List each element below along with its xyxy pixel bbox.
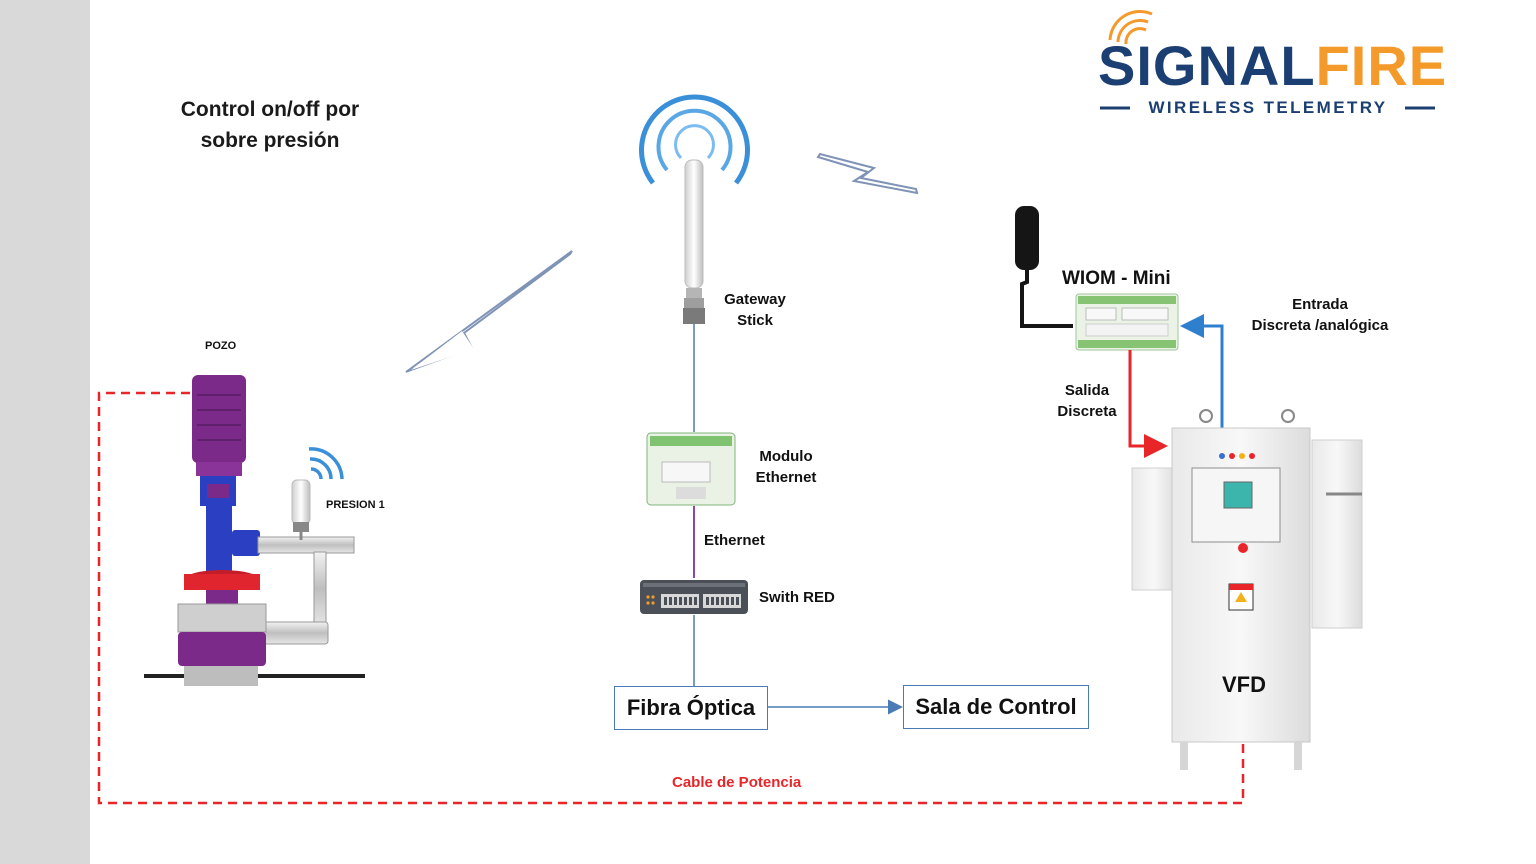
salida-label-line-1: Salida [1064, 382, 1110, 399]
logo-word-signal: SIGNAL [1098, 34, 1316, 97]
power-cable-dashed-line [97, 391, 1245, 805]
entrada-label-line-1: Entrada [1292, 296, 1348, 313]
signalfire-logo-text: SIGNALFIRE [1098, 34, 1447, 98]
gateway-stick-label: Gateway Stick [716, 289, 794, 331]
pressure-sensor-label: PRESION 1 [326, 499, 385, 511]
logo-word-fire: FIRE [1315, 34, 1448, 97]
modulo-label-line-2: Ethernet [755, 469, 817, 486]
well-pump-assembly [144, 375, 365, 686]
ethernet-label: Ethernet [704, 532, 765, 549]
title-line-1: Control on/off por [180, 98, 360, 121]
title-line-2: sobre presión [200, 129, 340, 152]
switch-label: Swith RED [759, 589, 835, 606]
gateway-antenna [639, 94, 750, 324]
ethernet-module-device [646, 432, 736, 506]
modulo-label-line-1: Modulo [759, 448, 813, 465]
discrete-output-arrow [1128, 350, 1168, 458]
vfd-cabinet [1131, 409, 1363, 770]
gateway-label-line-1: Gateway [724, 291, 786, 308]
signalfire-logo-icon [1100, 9, 1435, 110]
salida-label-line-2: Discreta [1057, 403, 1117, 420]
left-gray-sidebar [0, 0, 90, 864]
input-label: Entrada Discreta /analógica [1240, 294, 1400, 336]
power-cable-label: Cable de Potencia [672, 774, 802, 791]
pozo-label: POZO [205, 340, 237, 352]
diagram-title: Control on/off por sobre presión [150, 94, 390, 156]
entrada-label-line-2: Discreta /analógica [1251, 317, 1389, 334]
wiom-mini-device [1015, 206, 1179, 351]
discrete-analog-input-arrow [1180, 314, 1224, 430]
wireless-link-icon-right [816, 152, 919, 195]
wiom-mini-label: WIOM - Mini [1062, 268, 1171, 289]
wireless-link-icon-left [405, 250, 573, 373]
output-label: Salida Discreta [1050, 380, 1124, 422]
gateway-label-line-2: Stick [737, 312, 773, 329]
network-switch-device [640, 580, 748, 614]
ethernet-module-label: Modulo Ethernet [748, 446, 824, 488]
sala-de-control-box: Sala de Control [903, 685, 1089, 729]
logo-tagline: WIRELESS TELEMETRY [1148, 98, 1388, 117]
vfd-label: VFD [1222, 672, 1266, 697]
fibra-optica-box: Fibra Óptica [614, 686, 768, 730]
